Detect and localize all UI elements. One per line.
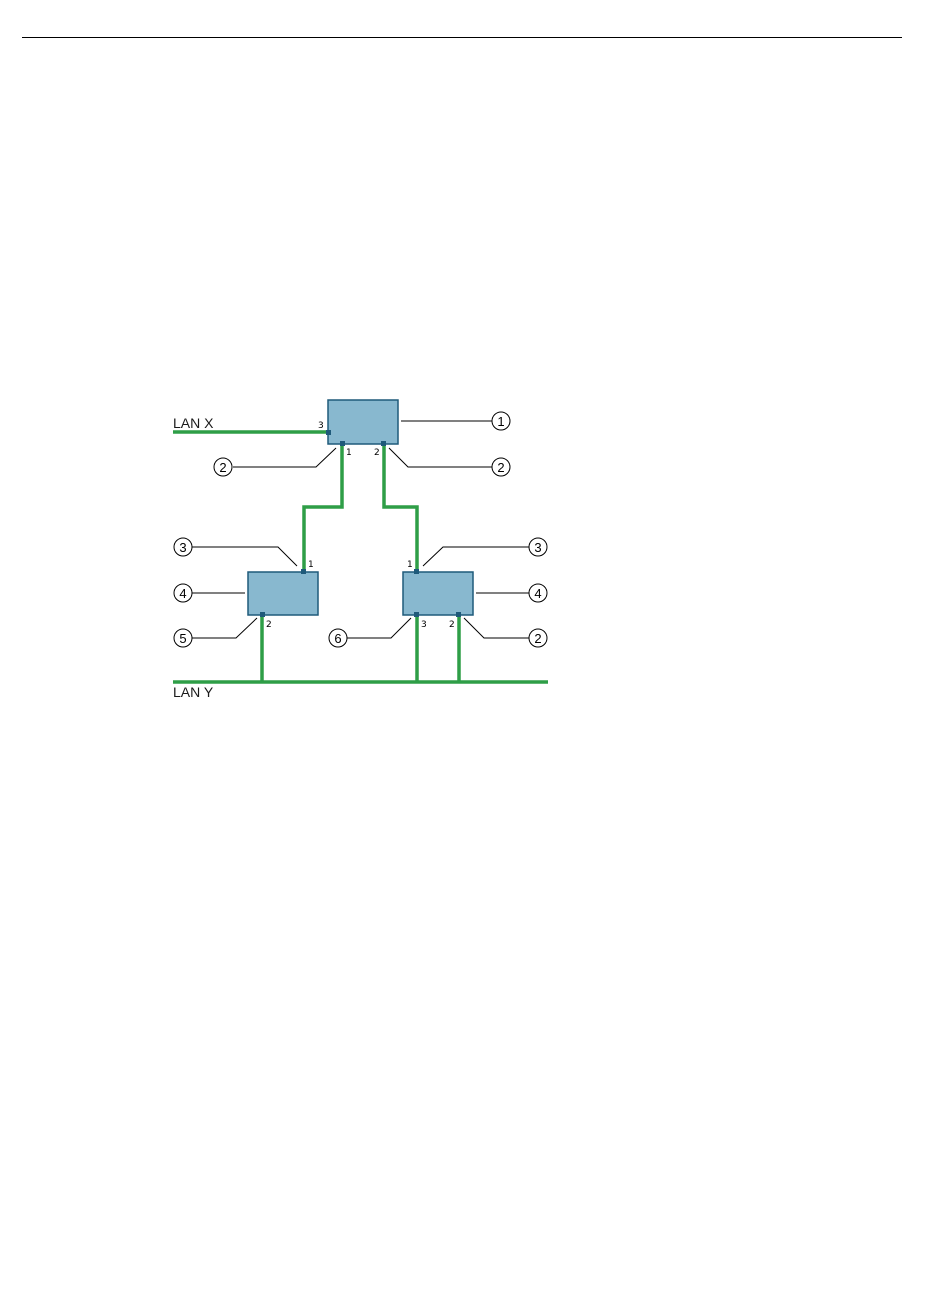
callout-num-right-port3: 6 (334, 631, 341, 646)
callout-right-port3: 6 (329, 629, 347, 647)
lan-y-label: LAN Y (173, 684, 214, 700)
port-marker-left-2 (260, 612, 265, 617)
port-label-top-3: 3 (318, 421, 324, 431)
callout-left-device: 4 (174, 584, 192, 602)
callout-right-port1: 3 (529, 538, 547, 556)
port-label-top-2: 2 (374, 448, 380, 458)
leader-left-port2 (192, 618, 257, 638)
callout-num-right-port1: 3 (534, 540, 541, 555)
callout-top-port1: 2 (214, 458, 232, 476)
port-label-left-1: 1 (308, 560, 314, 570)
callout-num-right-port2: 2 (534, 631, 541, 646)
port-label-top-1: 1 (346, 448, 352, 458)
leader-lines (192, 421, 529, 638)
leader-left-port1 (192, 547, 297, 566)
lan-x-label: LAN X (173, 415, 214, 431)
callout-top-port2: 2 (492, 458, 510, 476)
callout-left-port2: 5 (174, 629, 192, 647)
port-marker-top-2 (381, 441, 386, 446)
callout-top-device: 1 (492, 412, 510, 430)
port-marker-right-1 (414, 569, 419, 574)
port-marker-right-3 (414, 612, 419, 617)
leader-top-port1 (233, 448, 336, 467)
port-label-left-2: 2 (266, 620, 272, 630)
callout-left-port1: 3 (174, 538, 192, 556)
callout-right-device: 4 (529, 584, 547, 602)
port-label-right-3: 3 (421, 620, 427, 630)
link-top-to-left (304, 443, 342, 572)
port-label-right-1: 1 (407, 560, 413, 570)
port-marker-right-2 (456, 612, 461, 617)
port-marker-left-1 (301, 569, 306, 574)
port-marker-top-3 (326, 430, 331, 435)
link-top-to-right (384, 443, 417, 572)
device-top (328, 400, 398, 444)
device-right (403, 572, 473, 615)
callout-right-port2: 2 (529, 629, 547, 647)
leader-right-port2 (464, 618, 529, 638)
callout-num-top-port2: 2 (497, 460, 504, 475)
callout-num-left-port2: 5 (179, 631, 186, 646)
leader-right-port3 (347, 618, 411, 638)
port-marker-top-1 (340, 441, 345, 446)
leader-top-port2 (389, 448, 492, 467)
callout-num-right-device: 4 (534, 586, 541, 601)
leader-right-port1 (423, 547, 529, 566)
callout-num-top-device: 1 (497, 414, 504, 429)
callout-num-left-port1: 3 (179, 540, 186, 555)
callout-num-top-port1: 2 (219, 460, 226, 475)
device-left (248, 572, 318, 615)
port-label-right-2: 2 (449, 620, 455, 630)
callout-num-left-device: 4 (179, 586, 186, 601)
